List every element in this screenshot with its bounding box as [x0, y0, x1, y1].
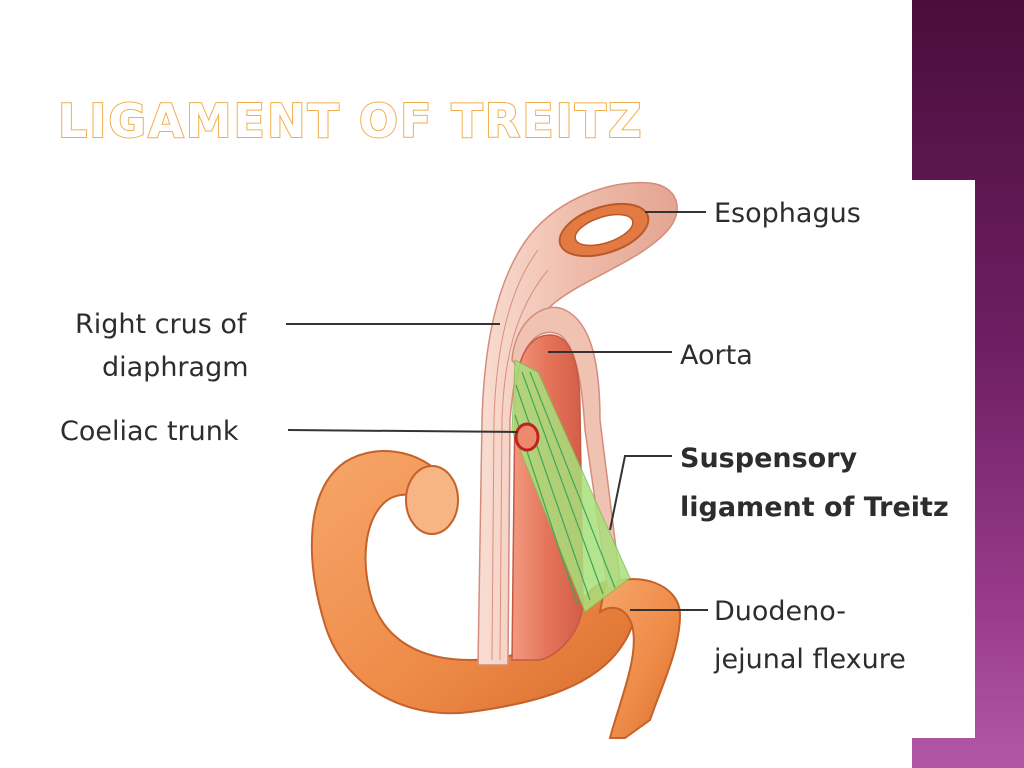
suspensory-ligament-shape: [511, 359, 631, 613]
label-flexure-line1: Duodeno-: [714, 596, 846, 627]
label-coeliac-trunk: Coeliac trunk: [60, 416, 239, 447]
coeliac-trunk-circle: [514, 422, 540, 452]
coeliac-trunk-leader-line: [287, 429, 519, 433]
label-suspensory-line1: Suspensory: [680, 443, 858, 474]
label-flexure-line2: jejunal flexure: [713, 644, 906, 675]
slide-title: Ligament of Treitz: [57, 94, 644, 148]
label-aorta: Aorta: [680, 340, 753, 371]
label-esophagus: Esophagus: [714, 198, 861, 229]
label-right-crus-line1: Right crus of: [75, 309, 248, 340]
jejunum-shape: [598, 578, 682, 739]
esophagus-ring: [558, 202, 650, 258]
label-right-crus-line2: diaphragm: [102, 352, 249, 383]
label-suspensory-line2: ligament of Treitz: [680, 492, 949, 523]
suspensory-leader-line: [609, 455, 672, 531]
